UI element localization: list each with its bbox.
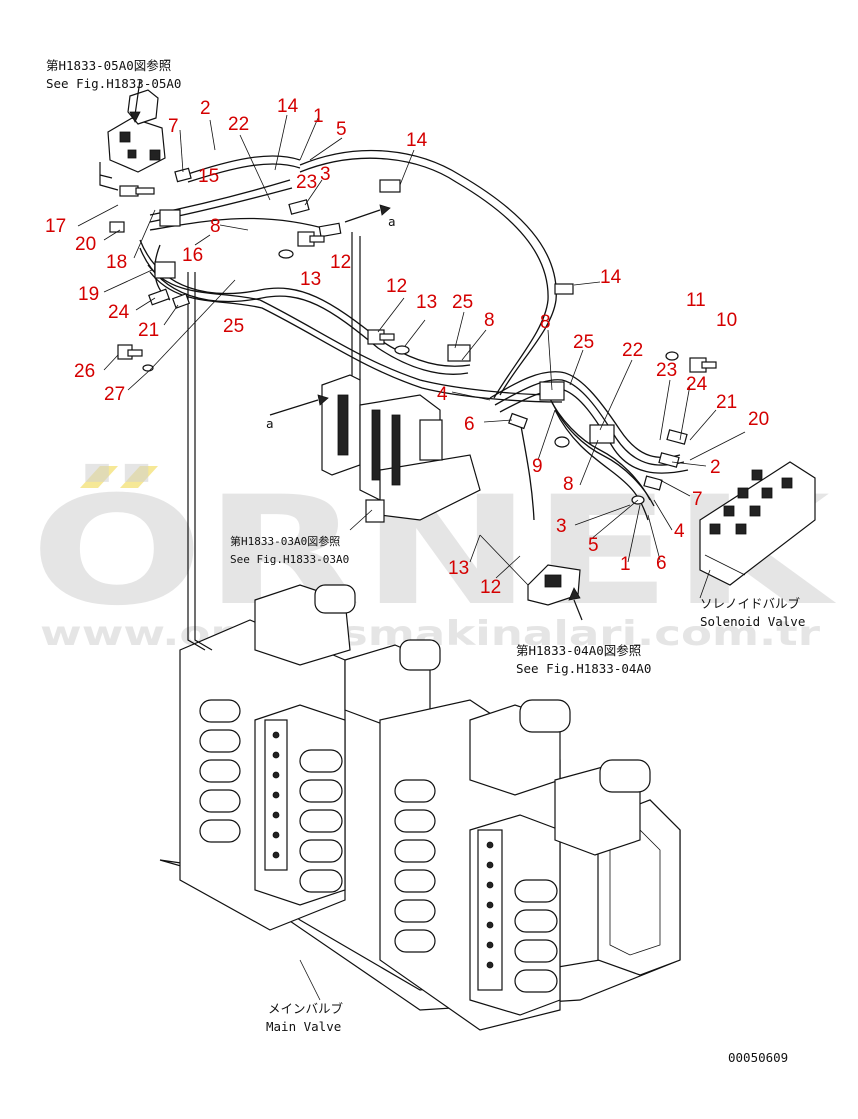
callout-27: 27 (104, 384, 125, 405)
callout-24-right: 24 (686, 374, 708, 395)
ref-middle-jp: 第H1833-03A0図参照 (230, 534, 340, 548)
main-valve-assembly (159, 560, 681, 1031)
callout-7-right: 7 (692, 489, 703, 510)
main-valve-label-en: Main Valve (266, 1019, 341, 1034)
callout-8-middle: 8 (484, 310, 495, 331)
callout-18: 18 (106, 252, 127, 273)
callout-14-right: 14 (600, 267, 622, 288)
small-bracket (479, 534, 583, 621)
callout-3-lower: 3 (556, 516, 567, 537)
callout-22-right: 22 (622, 340, 643, 361)
callout-5-top: 5 (336, 119, 347, 140)
callout-1-top: 1 (313, 106, 324, 127)
callout-9: 9 (532, 456, 543, 477)
callout-21-right: 21 (716, 392, 737, 413)
callout-6-middle: 6 (464, 414, 475, 435)
top-left-valve-block (99, 79, 166, 372)
solenoid-valve (699, 461, 816, 586)
hose-harness-top (109, 149, 574, 560)
callout-16: 16 (182, 245, 203, 266)
callout-13-lower: 13 (448, 558, 469, 579)
solenoid-label-en: Solenoid Valve (700, 614, 805, 629)
callout-3-top: 3 (320, 164, 331, 185)
callout-25-right: 25 (573, 332, 594, 353)
callout-numbers: 2 14 1 5 14 7 22 15 23 3 17 8 20 16 18 1… (45, 96, 769, 598)
callout-8-lower: 8 (563, 474, 574, 495)
reference-notes: 第H1833-05A0図参照 See Fig.H1833-05A0 第H1833… (46, 58, 805, 1065)
callout-8-top: 8 (210, 216, 221, 237)
callout-25-middle: 25 (452, 292, 473, 313)
callout-6-right: 6 (656, 553, 667, 574)
ref-bottom-en: See Fig.H1833-04A0 (516, 661, 651, 676)
callout-12-lower: 12 (480, 577, 501, 598)
ref-top-left-jp: 第H1833-05A0図参照 (46, 58, 171, 73)
callout-8-right: 8 (540, 312, 551, 333)
callout-23-right: 23 (656, 360, 677, 381)
callout-12-middle: 12 (386, 276, 407, 297)
callout-14-top: 14 (277, 96, 299, 117)
callout-15: 15 (198, 166, 219, 187)
callout-13-middle: 13 (416, 292, 437, 313)
callout-25-left: 25 (223, 316, 244, 337)
leader-lines (77, 114, 746, 599)
watermark-accent-left (80, 466, 118, 488)
callout-23-top: 23 (296, 172, 317, 193)
main-valve-label-jp: メインバルブ (268, 1001, 344, 1016)
ref-bottom-jp: 第H1833-04A0図参照 (516, 643, 641, 658)
ref-middle-en: See Fig.H1833-03A0 (230, 553, 349, 566)
callout-24-left: 24 (108, 302, 130, 323)
callout-12-top: 12 (330, 252, 351, 273)
callout-2-top: 2 (200, 98, 211, 119)
callout-20-top: 20 (75, 234, 96, 255)
ref-top-left-en: See Fig.H1833-05A0 (46, 76, 181, 91)
callout-17: 17 (45, 216, 66, 237)
callout-1-lower: 1 (620, 554, 631, 575)
callout-4-right: 4 (674, 521, 685, 542)
callout-14-top-right: 14 (406, 130, 428, 151)
callout-19: 19 (78, 284, 99, 305)
callout-21-left: 21 (138, 320, 159, 341)
solenoid-label-jp: ソレノイドバルブ (700, 596, 801, 611)
callout-11: 11 (686, 290, 706, 311)
callout-2-right: 2 (710, 457, 721, 478)
callout-5-lower: 5 (588, 535, 599, 556)
callout-13-top: 13 (300, 269, 321, 290)
watermark-accent-right (120, 466, 158, 488)
hose-harness-right (489, 351, 717, 521)
callout-20-right: 20 (748, 409, 769, 430)
callout-7-top: 7 (168, 116, 179, 137)
view-a-label-top: a (388, 214, 396, 229)
callout-10: 10 (716, 310, 737, 331)
view-a-label-center: a (266, 416, 274, 431)
callout-22-top: 22 (228, 114, 249, 135)
drawing-number: 00050609 (728, 1050, 788, 1065)
center-valve-assembly (269, 374, 481, 523)
callout-26: 26 (74, 361, 95, 382)
callout-4-middle: 4 (437, 384, 448, 405)
